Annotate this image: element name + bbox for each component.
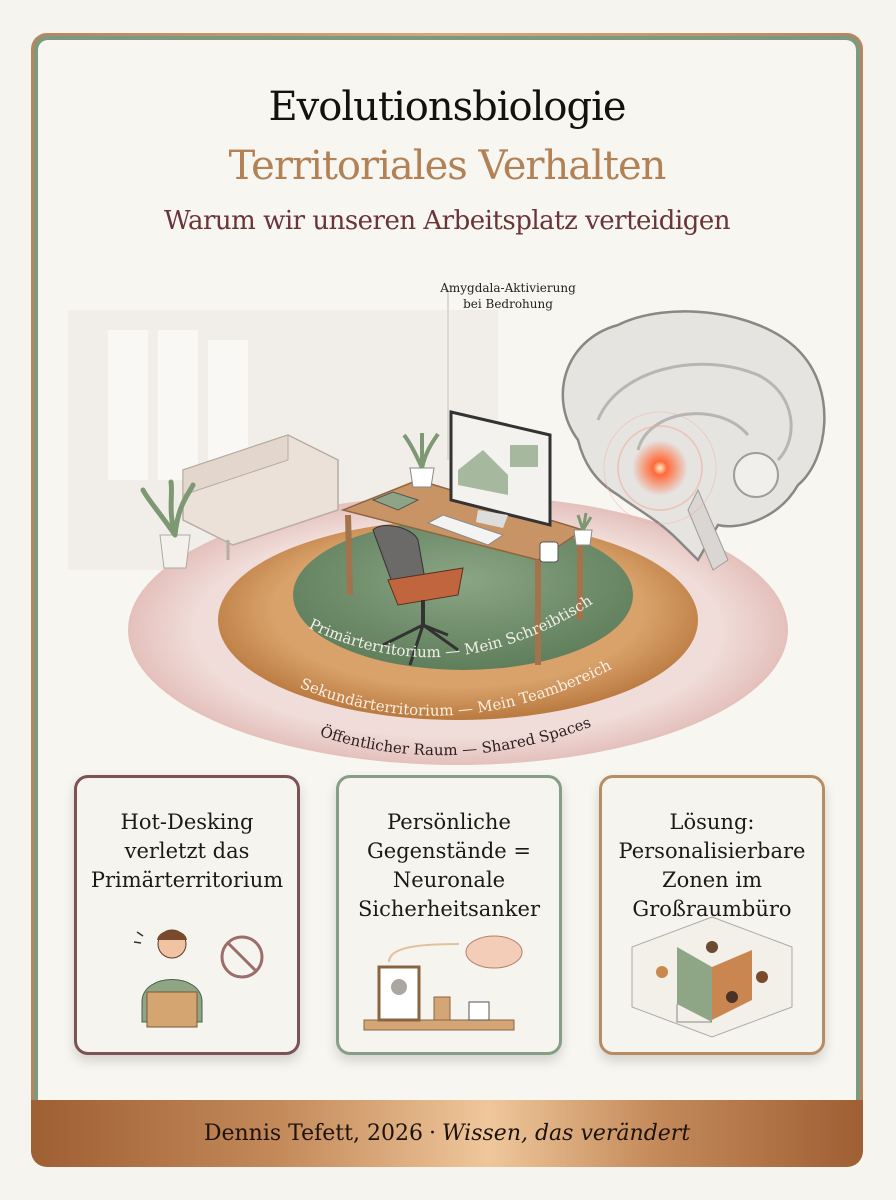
poster-tagline: Warum wir unseren Arbeitsplatz verteidig… — [164, 206, 730, 236]
frame-inner-border: Evolutionsbiologie Territoriales Verhalt… — [34, 36, 860, 1162]
office-chair-icon — [372, 525, 464, 666]
amygdala-glow-icon — [632, 440, 688, 496]
footer-separator: · — [428, 1121, 436, 1146]
plant-icon — [140, 479, 196, 569]
territory-illustration: Primärterritorium — Mein Schreibtisch Se… — [68, 290, 826, 765]
person-with-box-icon — [133, 929, 264, 1028]
desk-plant-icon — [402, 432, 593, 546]
coffee-mug-icon — [539, 541, 559, 563]
poster-frame: Evolutionsbiologie Territoriales Verhalt… — [31, 33, 863, 1165]
footer-tagline: Wissen, das verändert — [441, 1121, 691, 1146]
footer-banner: Dennis Tefett, 2026 · Wissen, das veränd… — [31, 1100, 863, 1167]
brain-icon — [561, 310, 826, 571]
card-personal-items: Persönliche Gegenstände = Neuronale Sich… — [336, 775, 562, 1055]
footer-author: Dennis Tefett, 2026 — [203, 1121, 423, 1146]
amygdala-annotation: Amygdala-Aktivierung bei Bedrohung — [440, 281, 576, 311]
personal-items-brain-icon — [363, 935, 523, 1031]
keyboard-icon — [426, 514, 505, 546]
card-hot-desking: Hot-Desking verletzt das Primärterritori… — [74, 775, 300, 1055]
sofa-icon — [182, 434, 339, 560]
cubicles-icon — [631, 916, 793, 1038]
card-solution: Lösung: Personalisierbare Zonen im Großr… — [599, 775, 825, 1055]
monitor-icon — [449, 410, 552, 528]
tablet-icon — [371, 491, 420, 511]
poster-subtitle: Territoriales Verhalten — [228, 143, 667, 189]
poster-paper: Evolutionsbiologie Territoriales Verhalt… — [38, 40, 856, 1158]
poster-title: Evolutionsbiologie — [268, 84, 626, 130]
